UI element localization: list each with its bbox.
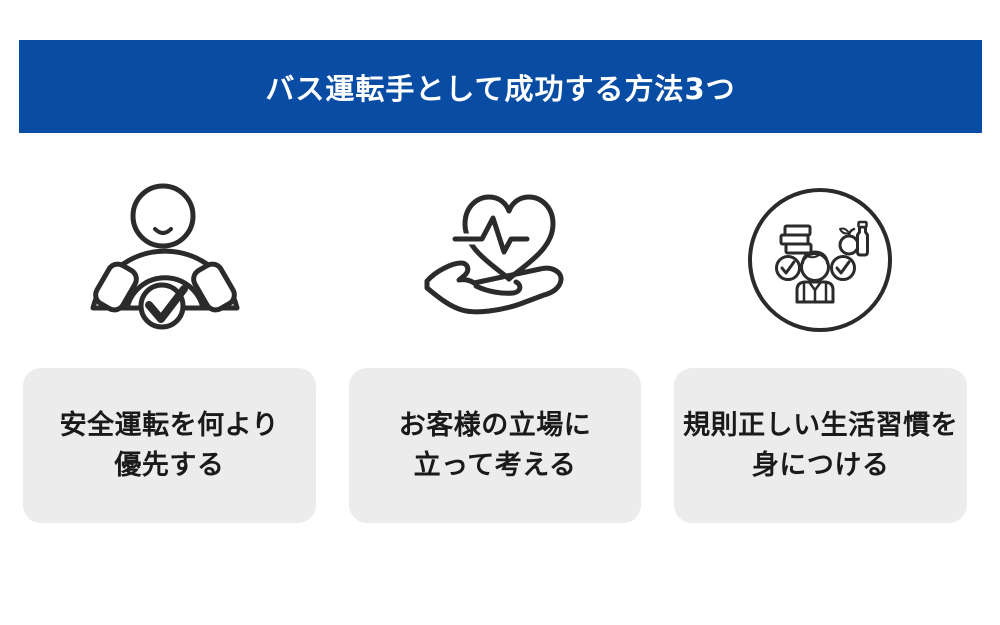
card-text-line1: 規則正しい生活習慣を (683, 409, 959, 441)
point-card-regular-habits: 規則正しい生活習慣を 身につける (674, 368, 968, 523)
card-text-line1: お客様の立場に (398, 409, 592, 441)
page-title: バス運転手として成功する方法3つ (265, 71, 736, 106)
point-card-customer-perspective: お客様の立場に 立って考える (348, 368, 642, 523)
card-text-line2: 身につける (751, 449, 890, 481)
driver-steering-wheel-check-svg (90, 183, 240, 330)
point-card-text: お客様の立場に 立って考える (399, 406, 592, 486)
card-text-line2: 立って考える (413, 449, 577, 481)
hand-holding-heart-pulse-svg (424, 194, 564, 315)
point-card-safe-driving: 安全運転を何より 優先する (23, 368, 316, 523)
card-text-line1: 安全運転を何より (59, 409, 280, 441)
header-banner: バス運転手として成功する方法3つ (19, 40, 982, 133)
healthy-lifestyle-circle-icon (745, 185, 895, 335)
card-text-line2: 優先する (114, 449, 225, 481)
healthy-lifestyle-circle-svg (748, 188, 892, 332)
cards-row: 安全運転を何より 優先する お客様の立場に 立って考える 規則正しい生活習慣を … (23, 368, 968, 523)
hand-holding-heart-pulse-icon (410, 180, 580, 340)
driver-steering-wheel-check-icon (80, 170, 250, 340)
point-card-text: 安全運転を何より 優先する (60, 406, 279, 486)
point-card-text: 規則正しい生活習慣を 身につける (683, 406, 958, 486)
